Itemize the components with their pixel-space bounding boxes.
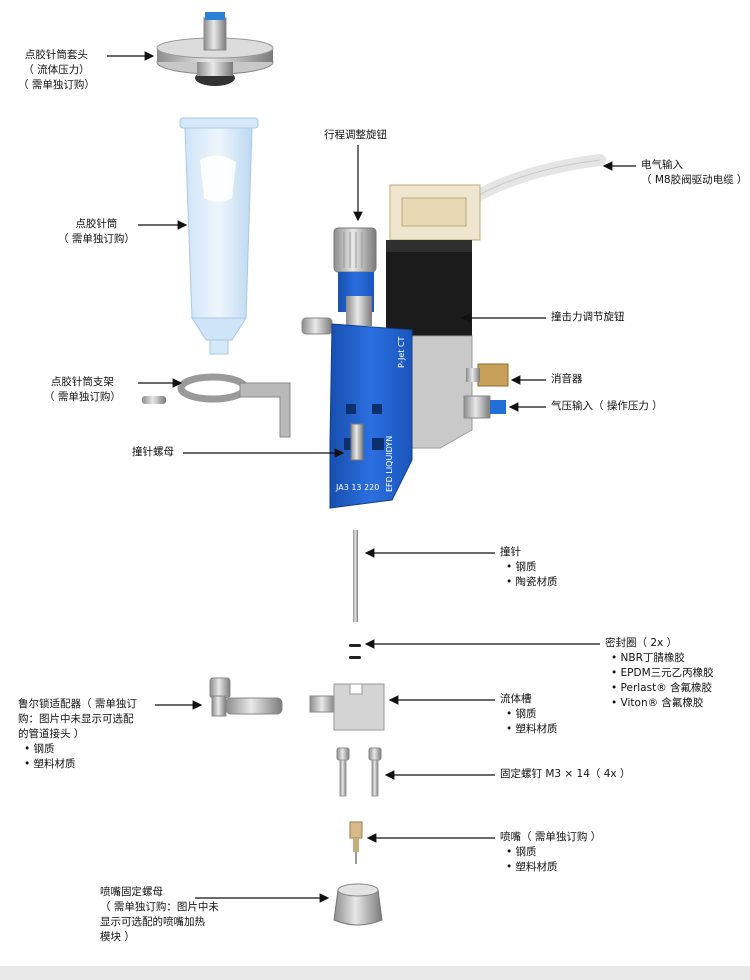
label-line: 点胶针筒 — [75, 218, 118, 230]
label-title: 密封圈（ 2x ） — [605, 637, 678, 649]
label-line: 点胶针筒套头 — [24, 49, 88, 61]
label-line: 固定螺钉 M3 × 14（ 4x ） — [500, 768, 631, 780]
label-line: 行程调整旋钮 — [324, 129, 387, 141]
label-muffler: 消音器 — [551, 372, 583, 387]
label-syringe-bracket: 点胶针筒支架 （ 需单独订购） — [44, 375, 121, 405]
needle-part — [353, 530, 358, 622]
nozzle-nut-part — [333, 883, 383, 926]
valve-brand-text: EFD LIQUIDYN — [385, 436, 394, 492]
label-nozzle: 喷嘴（ 需单独订购 ） 钢质 塑料材质 — [500, 830, 601, 875]
fluid-body-part — [309, 683, 385, 731]
label-seal: 密封圈（ 2x ） NBR丁腈橡胶 EPDM三元乙丙橡胶 Perlast® 含氟… — [605, 636, 714, 711]
jet-valve-body: JA3 13 220 EFD LIQUIDYN P-Jet CT — [301, 154, 606, 509]
label-bullet: 钢质 — [500, 707, 558, 722]
valve-serial-text: JA3 13 220 — [335, 483, 379, 492]
label-syringe: 点胶针筒 （ 需单独订购） — [58, 217, 135, 247]
label-line: 鲁尔锁适配器（ 需单独订 — [18, 698, 137, 710]
label-bullet: Viton® 含氟橡胶 — [605, 696, 714, 711]
cartridge-cap-part — [156, 12, 274, 86]
label-line: 模块 ） — [100, 931, 135, 943]
seal-parts — [349, 644, 361, 659]
screw-parts — [336, 747, 382, 797]
label-needle: 撞针 钢质 陶瓷材质 — [500, 545, 558, 590]
luer-adapter-part — [209, 677, 283, 717]
label-power-input: 电气输入 （ M8胶阀驱动电缆 ） — [641, 158, 747, 188]
label-line: 撞击力调节旋钮 — [551, 311, 625, 323]
label-line: 撞针螺母 — [132, 446, 174, 458]
label-bullet: 塑料材质 — [500, 722, 558, 737]
label-line: 气压输入（ 操作压力 ） — [551, 400, 663, 412]
label-line: 的管道接头 ） — [18, 728, 85, 740]
label-bullet: 塑料材质 — [500, 860, 601, 875]
label-line: 电气输入 — [641, 159, 683, 171]
label-bullet: 钢质 — [500, 845, 601, 860]
label-line: （ 需单独订购） — [18, 79, 95, 91]
label-bullet: EPDM三元乙丙橡胶 — [605, 666, 714, 681]
label-bullet: Perlast® 含氟橡胶 — [605, 681, 714, 696]
label-line: （ M8胶阀驱动电缆 ） — [641, 174, 748, 186]
label-needle-nut: 撞针螺母 — [132, 445, 174, 460]
label-line: 购：图片中未显示可选配 — [18, 713, 134, 725]
label-cartridge-cap: 点胶针筒套头 （ 流体压力） （ 需单独订购） — [18, 48, 95, 93]
label-line: 点胶针筒支架 — [50, 376, 114, 388]
bottom-toolbar-strip — [0, 966, 750, 980]
label-bullet: 钢质 — [18, 742, 137, 757]
syringe-bracket-part — [142, 373, 291, 438]
label-stroke-knob: 行程调整旋钮 — [324, 128, 387, 143]
label-line: （ 需单独订购：图片中未 — [100, 901, 219, 913]
label-nozzle-nut: 喷嘴固定螺母 （ 需单独订购：图片中未 显示可选配的喷嘴加热 模块 ） — [100, 885, 219, 945]
label-title: 流体槽 — [500, 693, 532, 705]
label-bullet: 陶瓷材质 — [500, 575, 558, 590]
label-fluid-body: 流体槽 钢质 塑料材质 — [500, 692, 558, 737]
label-impact-knob: 撞击力调节旋钮 — [551, 310, 625, 325]
label-bullet: 钢质 — [500, 560, 558, 575]
label-line: 消音器 — [551, 373, 583, 385]
label-line: 喷嘴固定螺母 — [100, 886, 163, 898]
label-title: 喷嘴（ 需单独订购 ） — [500, 831, 602, 843]
label-title: 撞针 — [500, 546, 521, 558]
label-line: 显示可选配的喷嘴加热 — [100, 916, 205, 928]
label-line: （ 需单独订购） — [58, 233, 135, 245]
nozzle-part — [349, 821, 363, 864]
label-luer-adapter: 鲁尔锁适配器（ 需单独订 购：图片中未显示可选配 的管道接头 ） 钢质 塑料材质 — [18, 697, 137, 772]
label-bullet: NBR丁腈橡胶 — [605, 651, 714, 666]
label-line: （ 需单独订购） — [44, 391, 121, 403]
syringe-part — [179, 117, 259, 355]
leader-lines — [107, 51, 636, 903]
label-bullet: 塑料材质 — [18, 757, 137, 772]
label-air-input: 气压输入（ 操作压力 ） — [551, 399, 663, 414]
label-screws: 固定螺钉 M3 × 14（ 4x ） — [500, 767, 630, 782]
label-line: （ 流体压力） — [23, 64, 90, 76]
valve-model-text: P-Jet CT — [397, 336, 406, 368]
